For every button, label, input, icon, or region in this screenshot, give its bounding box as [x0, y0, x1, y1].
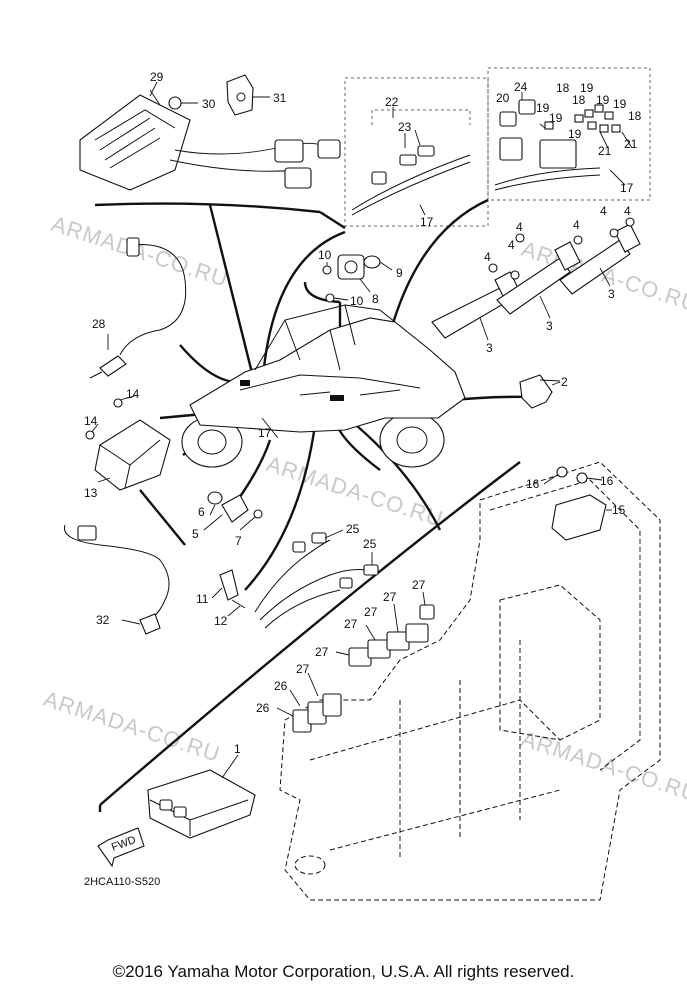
fwd-arrow-icon: FWD	[97, 827, 145, 868]
callout-11: 11	[196, 592, 209, 606]
callout-4: 4	[624, 204, 631, 218]
callout-5: 5	[192, 527, 199, 541]
callout-16: 16	[600, 474, 614, 488]
callout-4: 4	[573, 218, 580, 232]
part-31-clamp	[226, 74, 270, 116]
part-30-bolt	[168, 96, 198, 110]
callout-19: 19	[549, 111, 563, 125]
callout-32: 32	[96, 613, 110, 627]
callout-19: 19	[596, 93, 610, 107]
part-11-12-sensor	[219, 569, 246, 609]
vehicle-illustration	[181, 304, 466, 468]
callout-21: 21	[598, 144, 612, 158]
callout-8: 8	[372, 292, 379, 306]
callout-19: 19	[613, 97, 627, 111]
diagram-code: 2HCA110-S520	[84, 876, 160, 888]
callout-3: 3	[486, 341, 493, 355]
callout-25: 25	[363, 537, 377, 551]
callout-13: 13	[84, 486, 98, 500]
part-5-6-7-sensor	[207, 491, 263, 523]
callout-21: 21	[624, 137, 638, 151]
callout-29: 29	[150, 70, 164, 84]
callout-4: 4	[508, 238, 515, 252]
callout-9: 9	[396, 266, 403, 280]
callout-3: 3	[608, 287, 615, 301]
callout-10: 10	[318, 248, 332, 262]
dashed-frames	[344, 67, 651, 227]
callout-6: 6	[198, 505, 205, 519]
callout-18: 18	[628, 109, 642, 123]
callout-3: 3	[546, 319, 553, 333]
callout-19: 19	[580, 81, 594, 95]
callout-27: 27	[315, 645, 329, 659]
callout-30: 30	[202, 97, 216, 111]
chassis-frame	[279, 461, 661, 901]
callout-24: 24	[514, 80, 528, 94]
callout-27: 27	[344, 617, 358, 631]
callout-16: 16	[526, 477, 540, 491]
callout-15: 15	[612, 503, 626, 517]
callout-26: 26	[274, 679, 288, 693]
callout-10: 10	[350, 294, 364, 308]
watermark: ARMADA-CO.RU	[48, 211, 231, 292]
callout-26: 26	[256, 701, 270, 715]
part-8-9-10-sensor	[322, 254, 393, 303]
callout-17: 17	[258, 426, 272, 440]
part-2-sensor	[519, 374, 561, 409]
callout-12: 12	[214, 614, 228, 628]
copyright-notice: ©2016 Yamaha Motor Corporation, U.S.A. A…	[112, 962, 575, 981]
part-32-sensor	[63, 524, 170, 635]
callout-31: 31	[273, 91, 287, 105]
callout-2: 2	[561, 375, 568, 389]
callout-27: 27	[383, 590, 397, 604]
callout-27: 27	[412, 578, 426, 592]
part-25-harness	[254, 532, 379, 629]
callout-27: 27	[364, 605, 378, 619]
part-13-14-box	[85, 398, 171, 491]
callout-14: 14	[84, 414, 98, 428]
part-22-23-harness	[351, 129, 471, 216]
part-15-16-relay	[551, 466, 612, 541]
part-18-24-relays	[494, 99, 621, 191]
callout-19: 19	[568, 127, 582, 141]
callout-leaders	[91, 81, 633, 779]
callout-22: 22	[385, 95, 399, 109]
callout-20: 20	[496, 91, 510, 105]
part-29-ecu	[79, 89, 341, 191]
callout-18: 18	[556, 81, 570, 95]
callout-labels: 29 30 31 22 23 17 20 24 18 19 18 19 19 1…	[84, 70, 642, 756]
callout-19: 19	[536, 101, 550, 115]
callout-27: 27	[296, 662, 310, 676]
callout-4: 4	[516, 220, 523, 234]
callout-17: 17	[620, 181, 634, 195]
callout-25: 25	[346, 522, 360, 536]
callout-4: 4	[484, 250, 491, 264]
callout-1: 1	[234, 742, 241, 756]
callout-18: 18	[572, 93, 586, 107]
part-28-sensor	[89, 237, 187, 379]
callout-17: 17	[420, 215, 434, 229]
part-4-bolts	[488, 217, 635, 280]
callout-28: 28	[92, 317, 106, 331]
callout-7: 7	[235, 534, 242, 548]
watermark: ARMADA-CO.RU	[40, 686, 223, 767]
callout-23: 23	[398, 120, 412, 134]
callout-4: 4	[600, 204, 607, 218]
callout-14: 14	[126, 387, 140, 401]
part-26-27-relays	[292, 604, 435, 733]
part-3-injectors	[431, 223, 641, 339]
part-1-ecu	[147, 769, 256, 839]
